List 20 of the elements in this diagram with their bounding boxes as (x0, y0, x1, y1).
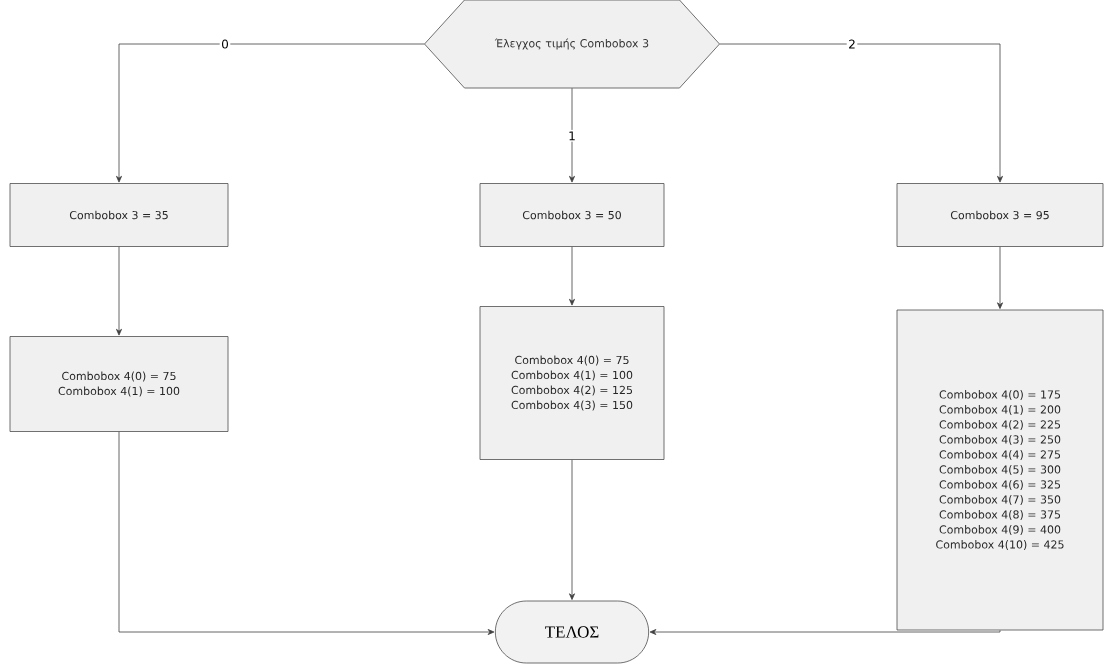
process-box: Combobox 3 = 35 (9, 183, 229, 247)
arrow (569, 246, 575, 306)
arrow (649, 629, 1001, 635)
edge-label: 0 (219, 37, 231, 51)
edge-label: 1 (566, 129, 578, 142)
edge-label: 2 (846, 38, 858, 50)
arrow (116, 43, 425, 183)
arrow (719, 43, 1003, 183)
arrow (116, 246, 122, 336)
arrow (997, 246, 1003, 309)
arrow (118, 431, 495, 635)
process-box: Combobox 3 = 95 (896, 183, 1104, 247)
arrow (569, 459, 575, 600)
process-box: Combobox 4(0) = 75 Combobox 4(1) = 100 (9, 336, 229, 432)
process-box: Combobox 3 = 50 (479, 183, 665, 247)
arrow (569, 87, 575, 183)
process-box: Combobox 4(0) = 75 Combobox 4(1) = 100 Combobox 4(2) = 125 Combobox 4(3) = 150 (479, 306, 665, 460)
terminator: ΤΕΛΟΣ (494, 600, 650, 664)
decision-hexagon: Έλεγχος τιμής Combobox 3 (424, 0, 720, 89)
process-box: Combobox 4(0) = 175 Combobox 4(1) = 200 Combobox 4(2) = 225 Combobox 4(3) = 250 Combobox 4(4) = 275 Combobox 4(5) = 300 Combobox 4(6) = 325 Combobox 4(7) = 350 Combobox 4(8) = 375 Combobox 4(9) = 400 Combobox 4(10) = 425 (896, 309, 1104, 631)
